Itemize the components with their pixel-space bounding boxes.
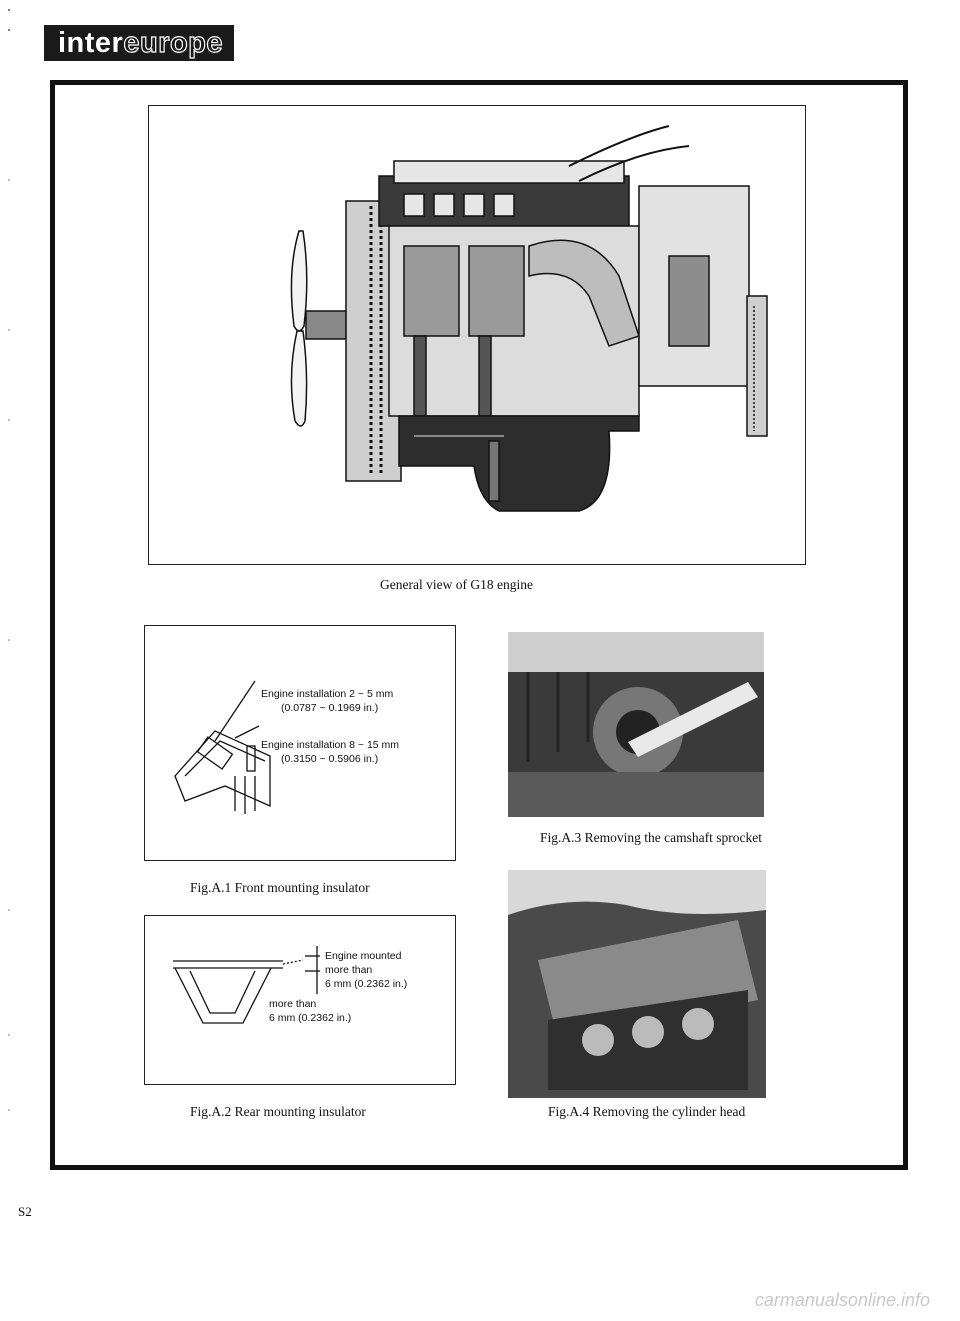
watermark-url: carmanualsonline.info	[754, 1290, 930, 1310]
fig-a1-caption: Fig.A.1 Front mounting insulator	[190, 880, 370, 895]
fig-a2-spec2-line2: 6 mm (0.2362 in.)	[269, 1012, 352, 1024]
binding-marks	[8, 9, 10, 1111]
page-number: S2	[18, 1204, 32, 1219]
fig-a1-spec1-line2: (0.0787 ~ 0.1969 in.)	[281, 702, 379, 714]
fig-a2-box: Engine mounted more than 6 mm (0.2362 in…	[144, 915, 456, 1085]
fig-a2-spec1-line3: 6 mm (0.2362 in.)	[325, 978, 408, 990]
engine-figure-box	[148, 105, 806, 565]
fig-a2-spec1-line1: Engine mounted	[325, 950, 402, 962]
engine-cutaway-illustration	[290, 125, 768, 512]
fig-a1-box: Engine installation 2 ~ 5 mm (0.0787 ~ 0…	[144, 625, 456, 861]
fig-a1-spec2-line1: Engine installation 8 ~ 15 mm	[261, 739, 400, 751]
front-insulator-illustration	[174, 680, 271, 814]
logo-europe: europe	[123, 26, 224, 59]
engine-figure-caption: General view of G18 engine	[380, 577, 533, 592]
cylinder-head-photo	[508, 870, 766, 1098]
fig-a4-caption: Fig.A.4 Removing the cylinder head	[548, 1104, 746, 1119]
fig-a2-spec1-line2: more than	[325, 964, 373, 976]
fig-a2-spec2-line1: more than	[269, 998, 317, 1010]
logo-inter: inter	[58, 27, 124, 59]
rear-insulator-illustration	[173, 946, 320, 1024]
fig-a1-spec2-line2: (0.3150 ~ 0.5906 in.)	[281, 753, 379, 765]
page-frame	[50, 80, 908, 1170]
fig-a3-caption: Fig.A.3 Removing the camshaft sprocket	[540, 830, 762, 845]
fig-a1-spec1-line1: Engine installation 2 ~ 5 mm	[261, 688, 394, 700]
intereurope-logo: intereurope	[44, 25, 234, 61]
camshaft-sprocket-photo	[508, 632, 764, 817]
camshaft-sprocket-photo-image	[508, 632, 764, 817]
cylinder-head-photo-image	[508, 870, 766, 1098]
fig-a2-caption: Fig.A.2 Rear mounting insulator	[190, 1104, 366, 1119]
